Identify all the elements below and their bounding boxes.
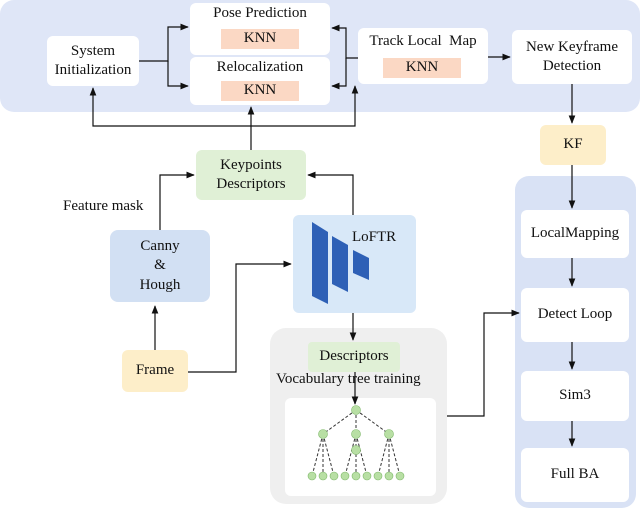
arrow-frame-to-loftr	[188, 260, 292, 373]
local-mapping-label: LocalMapping	[530, 225, 620, 242]
pose-prediction-label: Pose Prediction	[213, 5, 307, 22]
new-keyframe-box: New Keyframe Detection	[512, 30, 632, 84]
arrow-loftr-to-keypoints	[307, 171, 354, 215]
new-keyframe-label: New Keyframe Detection	[525, 38, 619, 75]
tree-node	[384, 429, 394, 439]
loftr-logo	[312, 222, 369, 304]
tree-node	[373, 471, 383, 481]
arrow-canny-to-keypoints	[159, 171, 195, 230]
descriptors-label: Descriptors	[319, 348, 389, 365]
tree-node	[318, 429, 328, 439]
kf-box: KF	[540, 125, 606, 165]
system-init-label: System Initialization	[54, 42, 132, 79]
tree-node	[340, 471, 350, 481]
full-ba-label: Full BA	[550, 466, 600, 483]
arrow-init-to-reloc	[167, 61, 189, 90]
tree-node	[351, 405, 361, 415]
detect-loop-box: Detect Loop	[521, 288, 629, 342]
keypoints-box: Keypoints Descriptors	[196, 150, 306, 200]
tree-node	[395, 471, 405, 481]
tree-node	[307, 471, 317, 481]
relocalization-box: Relocalization KNN	[190, 57, 330, 105]
kf-label: KF	[563, 136, 583, 153]
arrow-vocab-to-detect	[447, 309, 520, 417]
vocab-training-label: Vocabulary tree training	[276, 371, 421, 387]
canny-hough-box: Canny & Hough	[110, 230, 210, 302]
track-local-map-label: Track Local Map	[369, 33, 477, 50]
descriptors-box: Descriptors	[308, 342, 400, 372]
sim3-box: Sim3	[521, 371, 629, 421]
tree-node	[384, 471, 394, 481]
pose-knn-badge: KNN	[221, 29, 299, 49]
tree-node	[351, 471, 361, 481]
tree-node	[329, 471, 339, 481]
local-mapping-box: LocalMapping	[521, 210, 629, 258]
detect-loop-label: Detect Loop	[537, 306, 613, 323]
tree-node	[351, 429, 361, 439]
arrow-init-to-pose	[139, 23, 189, 62]
sim3-label: Sim3	[559, 387, 591, 404]
frame-label: Frame	[135, 362, 175, 379]
tree-node	[318, 471, 328, 481]
track-knn-badge: KNN	[383, 58, 461, 78]
tree-node	[362, 471, 372, 481]
ampersand-label: &	[154, 257, 166, 274]
keypoints-label: Keypoints Descriptors	[216, 156, 286, 193]
track-local-map-box: Track Local Map KNN	[358, 28, 488, 84]
reloc-knn-badge: KNN	[221, 81, 299, 101]
arrow-track-to-pose	[331, 24, 358, 59]
frame-box: Frame	[122, 350, 188, 392]
loftr-label: LoFTR	[352, 229, 397, 245]
tree-node	[351, 445, 361, 455]
arrow-track-to-reloc	[331, 58, 347, 90]
vocab-tree	[307, 405, 405, 481]
pose-prediction-box: Pose Prediction KNN	[190, 3, 330, 55]
arrow-keypoints-to-track	[251, 85, 359, 127]
hough-label: Hough	[139, 276, 181, 293]
full-ba-box: Full BA	[521, 448, 629, 502]
feature-mask-label: Feature mask	[63, 198, 144, 214]
system-init-box: System Initialization	[47, 36, 139, 86]
arrow-keypoints-to-init	[89, 87, 251, 127]
canny-label: Canny	[140, 237, 180, 254]
relocalization-label: Relocalization	[216, 59, 304, 76]
